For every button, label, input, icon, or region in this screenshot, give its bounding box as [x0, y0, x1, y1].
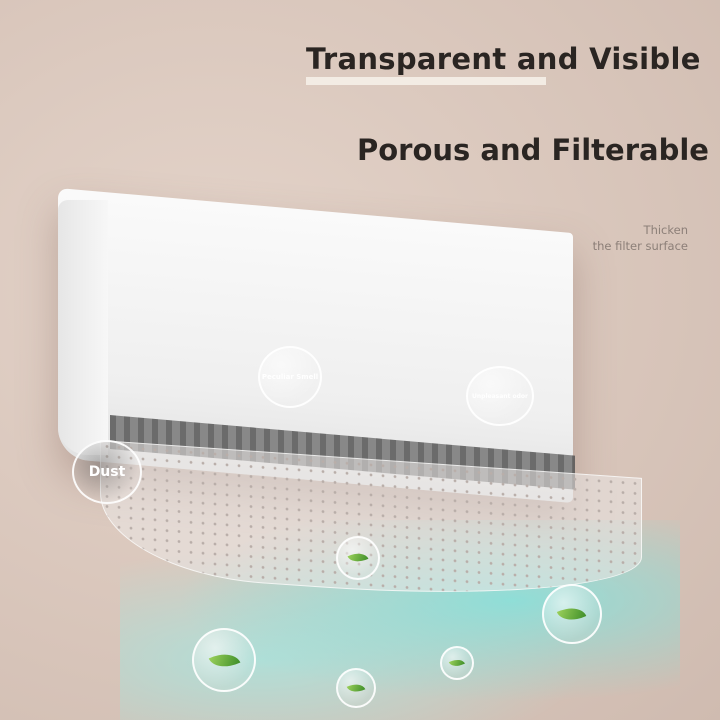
leaf-bubble	[192, 628, 256, 692]
headline-porous: Porous and Filterable	[357, 133, 709, 167]
headline-transparent: Transparent and Visible	[306, 42, 701, 76]
smell-label: Peculiar Smell	[261, 373, 319, 381]
leaf-bubble	[440, 646, 474, 680]
headline-underline	[306, 77, 546, 85]
note-line-1: Thicken	[643, 223, 688, 237]
dust-bubble: Dust	[72, 440, 142, 504]
odor-bubble: Unpleasant odor	[466, 366, 534, 426]
leaf-bubble	[336, 536, 380, 580]
note-line-2: the filter surface	[592, 239, 688, 253]
leaf-icon	[557, 601, 587, 627]
leaf-icon	[449, 656, 465, 670]
odor-label: Unpleasant odor	[472, 392, 528, 400]
air-conditioner-side	[58, 200, 108, 455]
leaf-icon	[347, 549, 369, 567]
leaf-icon	[346, 680, 366, 696]
dust-label: Dust	[88, 464, 126, 480]
thicken-note: Thicken the filter surface	[593, 222, 688, 254]
leaf-icon	[208, 646, 240, 674]
leaf-bubble	[336, 668, 376, 708]
smell-bubble: Peculiar Smell	[258, 346, 322, 408]
leaf-bubble	[542, 584, 602, 644]
